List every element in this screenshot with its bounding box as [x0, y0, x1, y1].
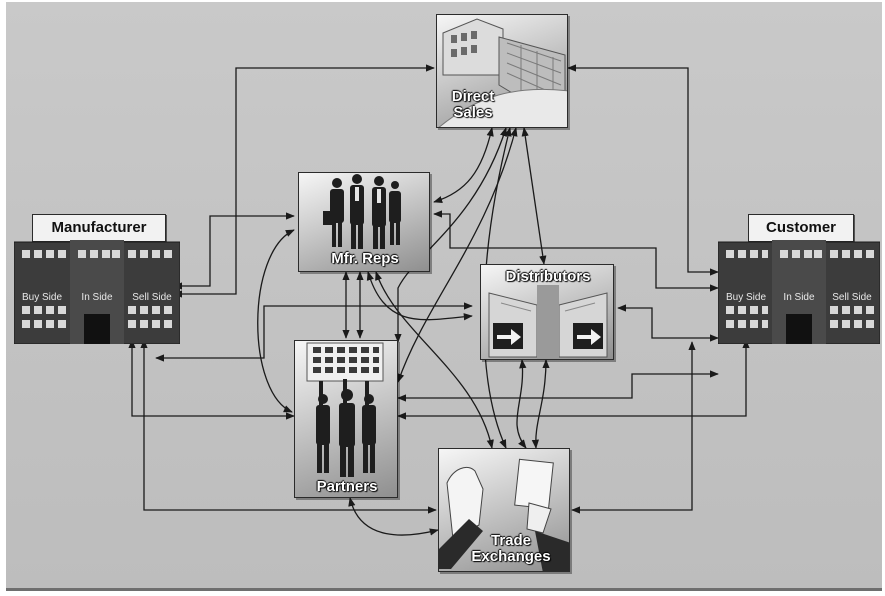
- manufacturer-sell-side: Sell Side: [124, 292, 180, 303]
- manufacturer-in-side: In Side: [69, 292, 125, 303]
- customer-node: Customer Buy Side In Side Sell Side: [718, 210, 880, 344]
- partners-label: Partners: [295, 479, 398, 495]
- manufacturer-title: Manufacturer: [32, 214, 166, 242]
- trade-exchanges-node: Trade Exchanges: [438, 448, 570, 572]
- partners-people-building-icon: [295, 341, 398, 498]
- manufacturer-buy-side: Buy Side: [14, 292, 70, 303]
- trade-exchanges-label-line1: Trade: [463, 533, 559, 549]
- customer-title: Customer: [748, 214, 854, 242]
- direct-sales-label-line1: Direct: [445, 89, 501, 105]
- diagram-canvas: Direct Sales Mfr. Reps: [6, 2, 882, 591]
- customer-sell-side: Sell Side: [824, 292, 880, 303]
- customer-in-side: In Side: [771, 292, 827, 303]
- manufacturer-node: Manufacturer Buy Side In Side Sell Side: [14, 210, 180, 344]
- distributors-node: Distributors: [480, 264, 614, 360]
- customer-buy-side: Buy Side: [718, 292, 774, 303]
- mfr-reps-node: Mfr. Reps: [298, 172, 430, 272]
- direct-sales-label-line2: Sales: [445, 105, 501, 121]
- direct-sales-node: Direct Sales: [436, 14, 568, 128]
- partners-node: Partners: [294, 340, 398, 498]
- distributors-label: Distributors: [481, 269, 614, 285]
- trade-exchanges-label-line2: Exchanges: [463, 549, 559, 565]
- mfr-reps-label: Mfr. Reps: [299, 251, 430, 267]
